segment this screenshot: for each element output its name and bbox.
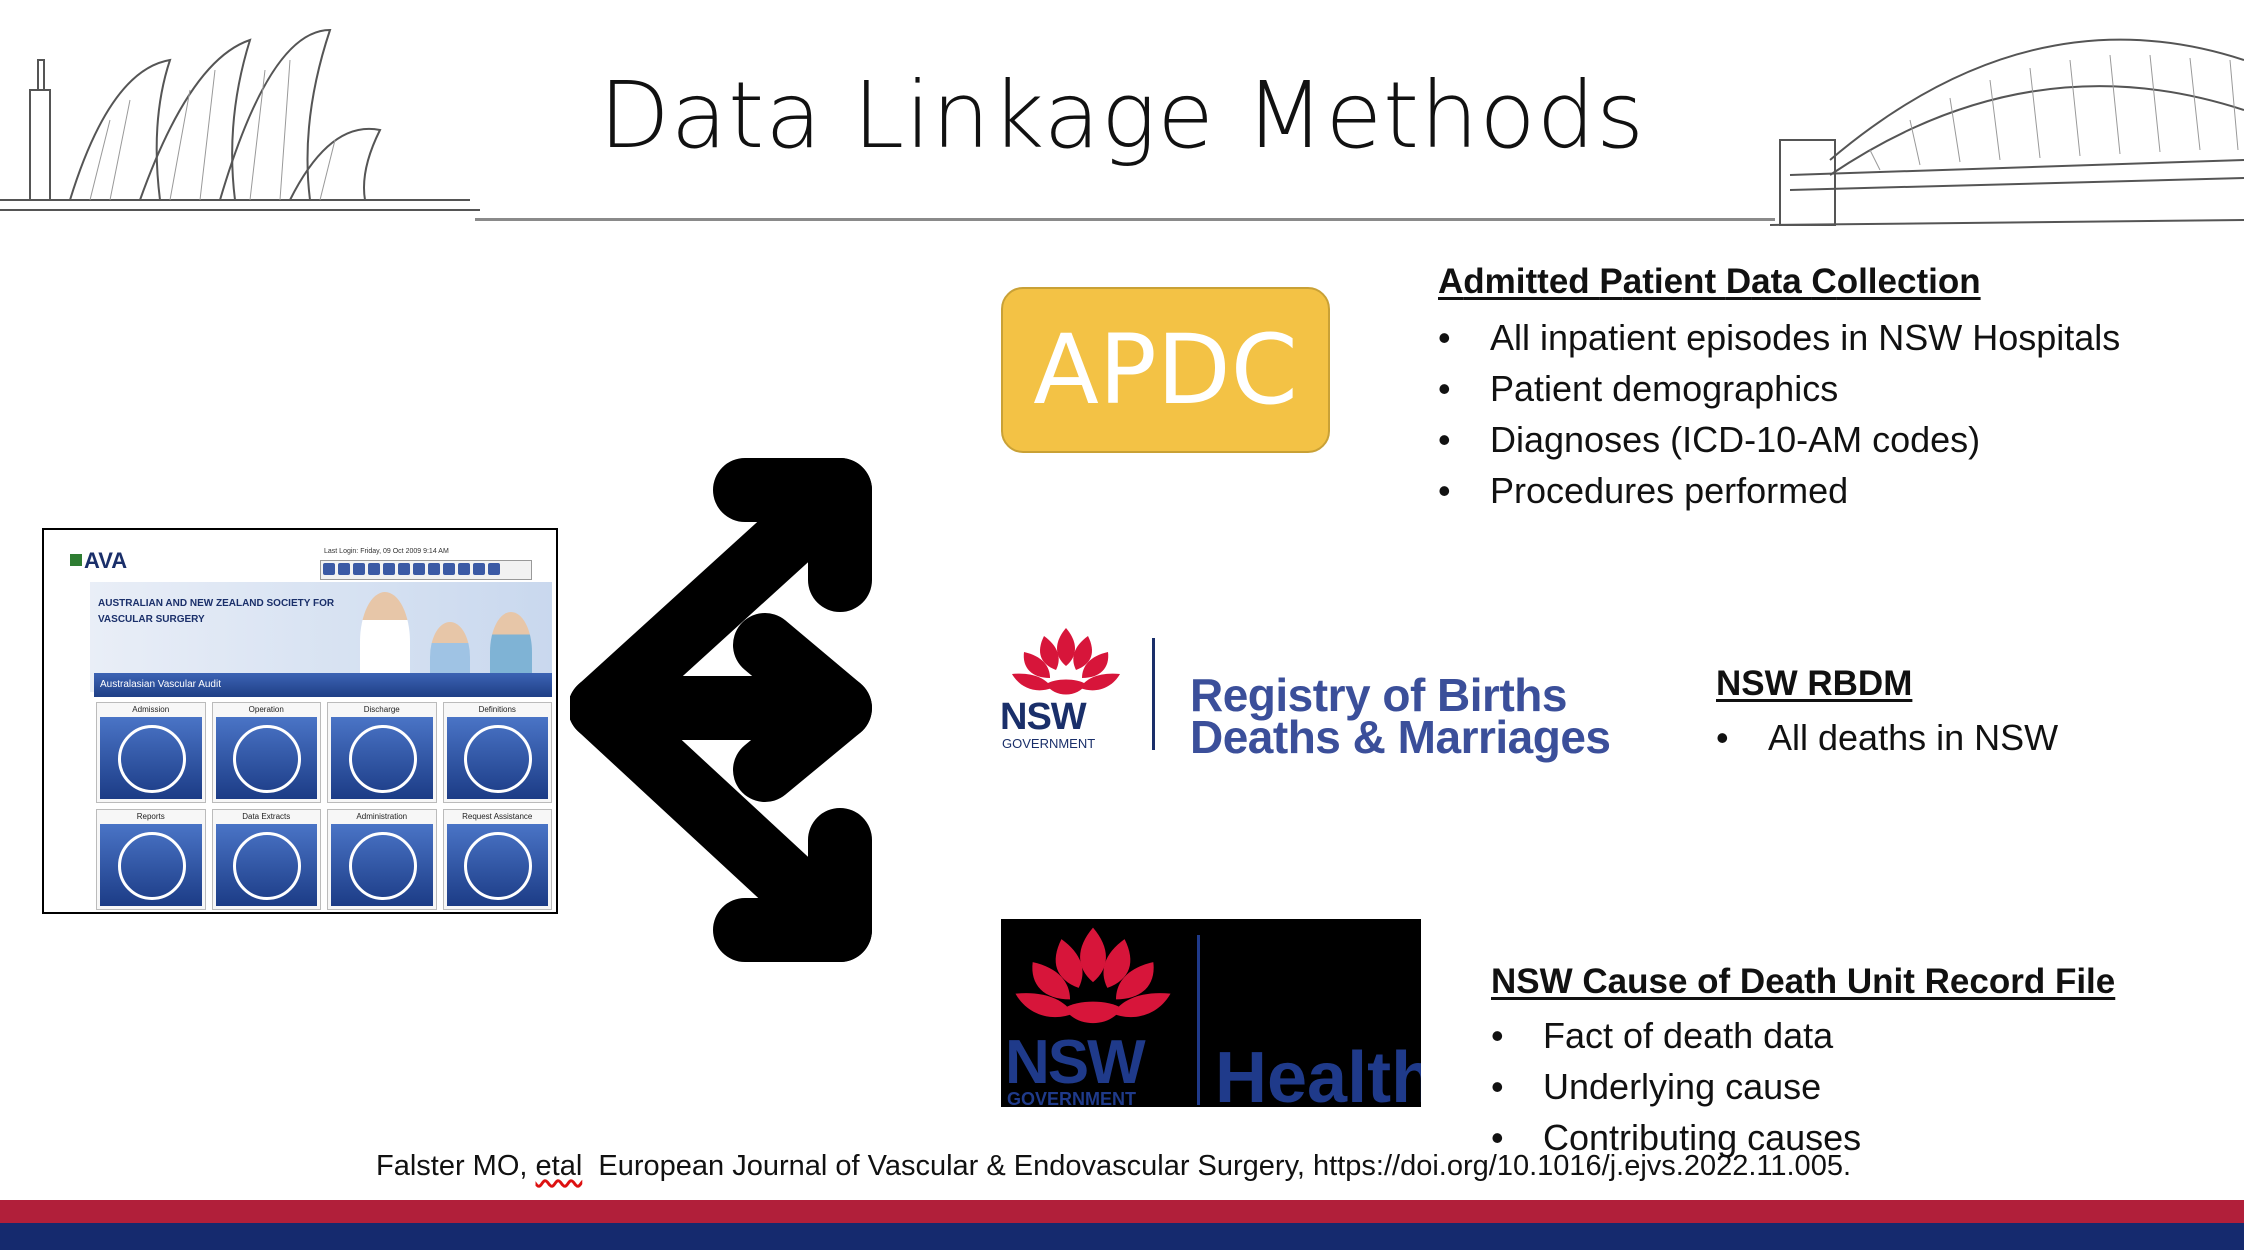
waratah-icon bbox=[1015, 927, 1171, 1024]
header-divider bbox=[475, 218, 1775, 221]
footer-band-blue bbox=[0, 1223, 2244, 1250]
ava-logo: AVA bbox=[70, 548, 127, 574]
ava-tile-administration: Administration bbox=[327, 809, 437, 910]
list-item: Procedures performed bbox=[1438, 465, 2120, 516]
codurf-heading: NSW Cause of Death Unit Record File bbox=[1491, 962, 2116, 1001]
nsw-health-logo: NSW GOVERNMENT Health bbox=[1001, 919, 1421, 1107]
ava-topbar: AVA Last Login: Friday, 09 Oct 2009 9:14… bbox=[56, 538, 546, 580]
list-item: Underlying cause bbox=[1491, 1061, 1861, 1112]
harbour-bridge-sketch-icon bbox=[1770, 38, 2244, 226]
bar-chart-icon bbox=[117, 832, 186, 900]
rbdm-logo-line1: Registry of Births bbox=[1190, 669, 1567, 721]
three-way-arrow-icon bbox=[570, 458, 872, 962]
support-headset-icon bbox=[464, 832, 533, 900]
list-item: All deaths in NSW bbox=[1716, 712, 2058, 763]
page-title: Data Linkage Methods bbox=[598, 62, 1646, 169]
ava-screenshot: AVA Last Login: Friday, 09 Oct 2009 9:14… bbox=[42, 528, 558, 914]
rbdm-logo-divider bbox=[1152, 638, 1155, 750]
clipboard-icon bbox=[117, 725, 186, 793]
apdc-heading: Admitted Patient Data Collection bbox=[1438, 262, 1981, 301]
person-check-icon bbox=[348, 725, 417, 793]
rbdm-government-label: GOVERNMENT bbox=[1002, 736, 1096, 751]
stethoscope-icon bbox=[233, 725, 302, 793]
apdc-badge: APDC bbox=[1001, 287, 1330, 453]
book-icon bbox=[464, 725, 533, 793]
ava-tile-discharge: Discharge bbox=[327, 702, 437, 803]
admin-user-icon bbox=[348, 832, 417, 900]
health-government-label: GOVERNMENT bbox=[1007, 1089, 1137, 1107]
ava-tile-definitions: Definitions bbox=[442, 702, 552, 803]
codurf-list: Fact of death data Underlying cause Cont… bbox=[1491, 1010, 1861, 1163]
waratah-icon bbox=[1012, 628, 1120, 695]
footer-band-red bbox=[0, 1200, 2244, 1223]
list-item: All inpatient episodes in NSW Hospitals bbox=[1438, 312, 2120, 363]
citation: Falster MO, etal European Journal of Vas… bbox=[376, 1150, 1852, 1182]
list-item: Contributing causes bbox=[1491, 1112, 1861, 1163]
list-item: Diagnoses (ICD-10-AM codes) bbox=[1438, 414, 2120, 465]
ava-tile-data-extracts: Data Extracts bbox=[211, 809, 321, 910]
ava-tile-operation: Operation bbox=[211, 702, 321, 803]
health-nsw-wordmark: NSW bbox=[1005, 1028, 1146, 1097]
list-item: Patient demographics bbox=[1438, 363, 2120, 414]
ava-audit-strip: Australasian Vascular Audit bbox=[94, 673, 552, 697]
rbdm-nsw-wordmark: NSW bbox=[1000, 696, 1087, 738]
ava-tile-reports: Reports bbox=[96, 809, 206, 910]
rbdm-heading: NSW RBDM bbox=[1716, 664, 1913, 703]
ava-tile-admission: Admission bbox=[96, 702, 206, 803]
ava-tile-request-assistance: Request Assistance bbox=[442, 809, 552, 910]
ava-toolbar bbox=[320, 560, 532, 580]
apdc-list: All inpatient episodes in NSW Hospitals … bbox=[1438, 312, 2120, 516]
ava-last-login: Last Login: Friday, 09 Oct 2009 9:14 AM bbox=[324, 548, 449, 555]
health-wordmark: Health bbox=[1215, 1038, 1421, 1107]
spreadsheet-icon bbox=[233, 832, 302, 900]
opera-house-sketch-icon bbox=[0, 28, 480, 211]
rbdm-logo-line2: Deaths & Marriages bbox=[1190, 711, 1611, 763]
list-item: Fact of death data bbox=[1491, 1010, 1861, 1061]
rbdm-logo: NSW GOVERNMENT Registry of Births Deaths… bbox=[1000, 620, 1620, 763]
health-logo-divider bbox=[1197, 935, 1200, 1105]
ava-banner-text: AUSTRALIAN AND NEW ZEALAND SOCIETY FOR V… bbox=[98, 598, 335, 625]
ava-tile-grid: Admission Operation Discharge Definition… bbox=[96, 702, 552, 910]
rbdm-list: All deaths in NSW bbox=[1716, 712, 2058, 763]
